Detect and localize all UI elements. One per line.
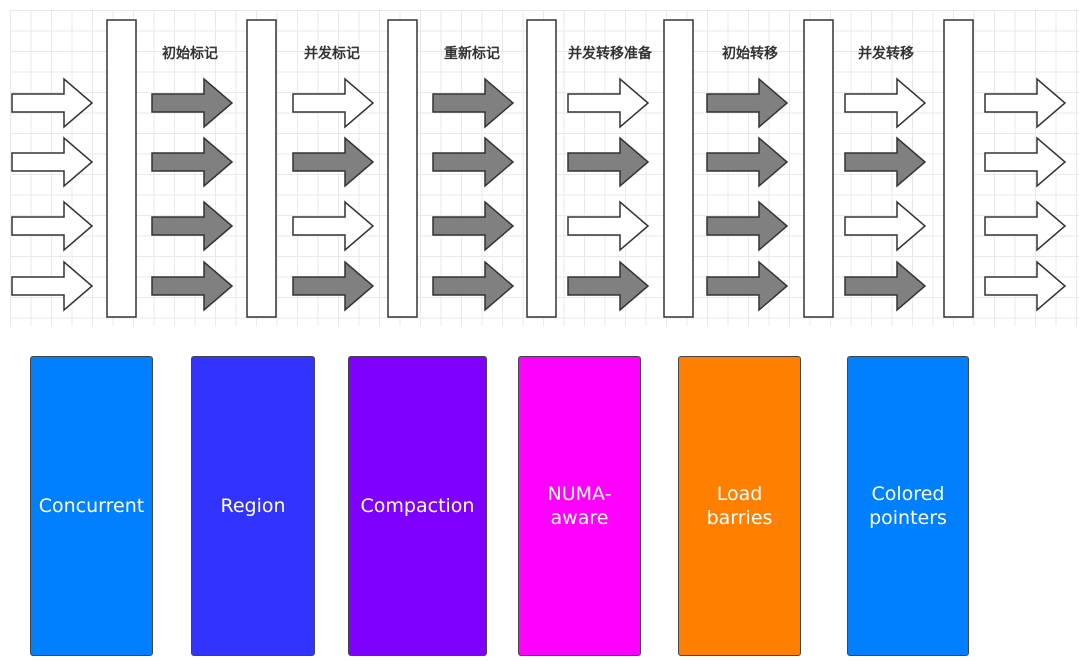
feature-label: Region xyxy=(220,495,286,517)
arrow-gray-icon xyxy=(567,136,650,188)
arrow-white-icon xyxy=(567,77,650,129)
arrow-white-icon xyxy=(292,77,375,129)
phase-barrier xyxy=(387,19,418,318)
arrow-gray-icon xyxy=(706,77,789,129)
phase-barrier xyxy=(246,19,277,318)
arrow-gray-icon xyxy=(432,260,515,312)
arrow-gray-icon xyxy=(151,136,234,188)
phase-label-concurrent-relocate: 并发转移 xyxy=(858,46,914,62)
phase-label-remark: 重新标记 xyxy=(444,46,500,62)
feature-label: Load barries xyxy=(706,483,773,529)
feature-numa-aware: NUMA-aware xyxy=(518,356,641,656)
arrow-gray-icon xyxy=(432,77,515,129)
feature-load-barries: Load barries xyxy=(678,356,801,656)
arrow-gray-icon xyxy=(567,260,650,312)
phase-label-initial-relocate: 初始转移 xyxy=(722,46,778,62)
arrow-gray-icon xyxy=(151,260,234,312)
phase-barrier xyxy=(803,19,834,318)
feature-label: NUMA-aware xyxy=(547,483,612,529)
arrow-white-icon xyxy=(844,77,927,129)
feature-concurrent: Concurrent xyxy=(30,356,153,656)
phase-label-concurrent-mark: 并发标记 xyxy=(304,46,360,62)
arrow-white-icon xyxy=(292,200,375,252)
arrow-gray-icon xyxy=(706,200,789,252)
phase-barrier xyxy=(943,19,974,318)
phase-label-initial-mark: 初始标记 xyxy=(162,46,218,62)
feature-label: Colored pointers xyxy=(869,483,947,529)
arrow-white-icon xyxy=(984,136,1067,188)
phase-barrier xyxy=(526,19,557,318)
arrow-white-icon xyxy=(984,260,1067,312)
feature-compaction: Compaction xyxy=(348,356,487,656)
phase-barrier xyxy=(106,19,137,318)
arrow-gray-icon xyxy=(432,136,515,188)
arrow-gray-icon xyxy=(706,260,789,312)
arrow-gray-icon xyxy=(706,136,789,188)
arrow-white-icon xyxy=(567,200,650,252)
arrow-gray-icon xyxy=(844,136,927,188)
arrow-white-icon xyxy=(984,77,1067,129)
feature-region: Region xyxy=(191,356,315,656)
arrow-gray-icon xyxy=(432,200,515,252)
arrow-white-icon xyxy=(11,260,94,312)
arrow-gray-icon xyxy=(292,136,375,188)
arrow-white-icon xyxy=(844,200,927,252)
arrow-white-icon xyxy=(11,200,94,252)
arrow-gray-icon xyxy=(151,77,234,129)
feature-label: Concurrent xyxy=(38,495,145,517)
arrow-white-icon xyxy=(11,136,94,188)
arrow-gray-icon xyxy=(292,260,375,312)
phase-barrier xyxy=(663,19,694,318)
arrow-gray-icon xyxy=(844,260,927,312)
feature-label: Compaction xyxy=(360,495,475,517)
feature-colored-pointers: Colored pointers xyxy=(847,356,969,656)
gc-phase-diagram xyxy=(11,19,1067,318)
phase-label-concurrent-relocate-prep: 并发转移准备 xyxy=(568,46,652,62)
arrow-gray-icon xyxy=(151,200,234,252)
arrow-white-icon xyxy=(11,77,94,129)
arrow-white-icon xyxy=(984,200,1067,252)
